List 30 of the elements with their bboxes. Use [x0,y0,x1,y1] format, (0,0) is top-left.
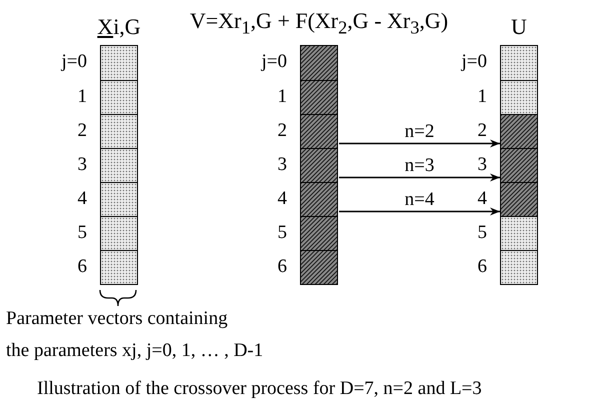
arrow [339,208,500,216]
index-label: 6 [278,256,287,278]
index-label: j=0 [462,51,487,73]
index-label: 6 [478,256,487,278]
index-label: 4 [78,188,87,210]
index-label: j=0 [262,51,287,73]
vector-heading: V=Xr$_{1}$,G + F(Xr$_{2}$,G - Xr$_{3}$,G) [190,8,448,39]
index-label: 4 [278,188,287,210]
index-label: j=0 [62,51,87,73]
index-label: 2 [278,120,287,142]
index-label: 5 [278,222,287,244]
index-label: 5 [78,222,87,244]
note-text: the parameters xj, j=0, 1, … , D-1 [6,340,264,362]
arrow [339,140,500,148]
index-label: 2 [78,120,87,142]
index-label: 3 [478,154,487,176]
vector-heading: Xi,G [97,14,141,40]
index-label: 3 [278,154,287,176]
index-label: 1 [478,86,487,108]
index-label: 3 [78,154,87,176]
index-label: 1 [278,86,287,108]
caption: Illustration of the crossover process for D=7, n=2 and L=3 [37,378,482,400]
index-label: 4 [478,188,487,210]
index-label: 6 [78,256,87,278]
note-text: Parameter vectors containing [6,308,228,330]
vector-heading: U [511,14,527,40]
index-label: 5 [478,222,487,244]
index-label: 1 [78,86,87,108]
index-label: 2 [478,120,487,142]
arrow [339,174,500,182]
